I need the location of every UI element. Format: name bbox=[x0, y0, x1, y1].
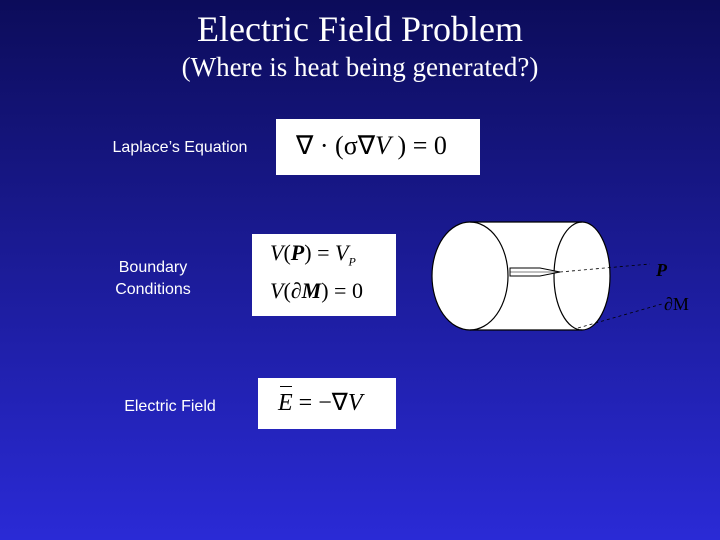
bc1-open: ( bbox=[283, 240, 291, 265]
dm-leader-line bbox=[577, 303, 663, 329]
vector-bar bbox=[280, 386, 292, 387]
boundary-equation-1: V(P) = VP bbox=[270, 240, 356, 269]
bc2-open: ( bbox=[283, 278, 291, 303]
laplace-equation: ∇ · (σ∇V ) = 0 bbox=[296, 131, 447, 161]
bc1-subscript: P bbox=[348, 254, 356, 269]
field-equation-box: E = −∇V bbox=[258, 378, 396, 429]
laplace-div-op: ∇ · ( bbox=[296, 131, 344, 160]
boundary-label-line1: Boundary bbox=[118, 259, 188, 276]
boundary-equation-box: V(P) = VP V(∂M) = 0 bbox=[252, 234, 396, 316]
cylinder-left-arc-back bbox=[469, 221, 509, 331]
laplace-equals: = 0 bbox=[412, 131, 447, 160]
field-label: Electric Field bbox=[124, 398, 216, 415]
field-v: V bbox=[347, 390, 363, 416]
field-e: E bbox=[278, 390, 293, 416]
bc1-close: ) bbox=[304, 240, 312, 265]
boundary-equation-2: V(∂M) = 0 bbox=[270, 278, 363, 304]
bc1-p: P bbox=[290, 240, 305, 265]
field-minus-nabla: −∇ bbox=[318, 390, 348, 416]
field-equation: E = −∇V bbox=[278, 386, 363, 417]
cylinder-right-cap bbox=[553, 221, 611, 331]
bc2-m: M bbox=[301, 278, 322, 303]
bc1-vp: V bbox=[334, 240, 349, 265]
slide-subtitle: (Where is heat being generated?) bbox=[181, 52, 539, 82]
boundary-label: Boundary Conditions bbox=[90, 257, 216, 301]
field-equals: = bbox=[298, 390, 313, 416]
slide-title: Electric Field Problem bbox=[197, 9, 523, 49]
laplace-v: V bbox=[375, 131, 392, 160]
bc1-v: V bbox=[270, 240, 284, 265]
cylinder-left-arc bbox=[431, 221, 471, 331]
bc1-equals: = bbox=[317, 240, 330, 265]
bc2-close: ) bbox=[321, 278, 329, 303]
bc2-equals: = 0 bbox=[334, 278, 363, 303]
laplace-nabla: ∇ bbox=[357, 131, 376, 160]
boundary-label-line2: Conditions bbox=[115, 281, 191, 298]
field-e-vector: E bbox=[278, 386, 293, 417]
laplace-sigma: σ bbox=[343, 131, 358, 160]
bc2-partial: ∂ bbox=[290, 278, 302, 303]
laplace-equation-box: ∇ · (σ∇V ) = 0 bbox=[276, 119, 480, 175]
bc2-v: V bbox=[270, 278, 284, 303]
diagram-label-dm: ∂M bbox=[664, 294, 689, 314]
laplace-label: Laplace’s Equation bbox=[112, 139, 248, 156]
diagram-label-p: P bbox=[656, 260, 667, 280]
laplace-close: ) bbox=[397, 131, 407, 160]
